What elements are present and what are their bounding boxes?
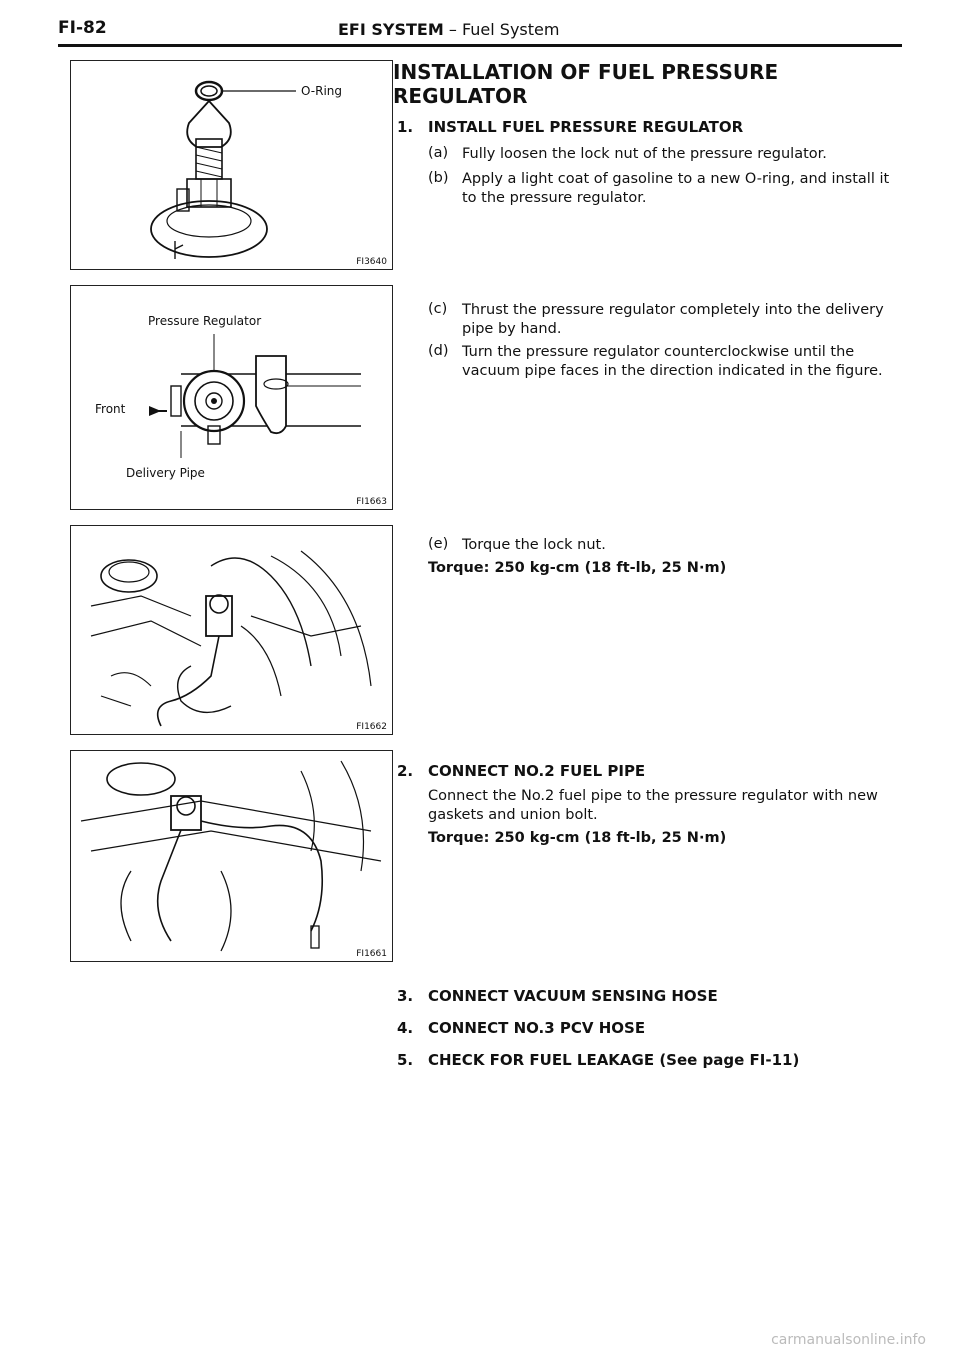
step-2-text: Connect the No.2 fuel pipe to the pressu… [428, 788, 878, 823]
page-number: FI-82 [58, 18, 107, 38]
section-title: INSTALLATION OF FUEL PRESSURE REGULATOR [393, 60, 779, 108]
step-1c-label: (c) [428, 301, 448, 317]
label-delivery-pipe: Delivery Pipe [126, 466, 205, 480]
step-1a-text: Fully loosen the lock nut of the pressur… [462, 146, 827, 162]
step-1e-text: Torque the lock nut. [462, 537, 606, 553]
step-4-number: 4. [397, 1019, 414, 1037]
step-2-title: CONNECT NO.2 FUEL PIPE [428, 762, 646, 780]
header-title: EFI SYSTEM – Fuel System [338, 20, 559, 39]
step-1c-text: Thrust the pressure regulator completely… [462, 302, 884, 337]
step-1-number: 1. [397, 118, 414, 136]
step-1-torque: Torque: 250 kg-cm (18 ft-lb, 25 N·m) [428, 560, 727, 576]
step-1b-text: Apply a light coat of gasoline to a new … [462, 171, 890, 206]
figure-code: FI1661 [354, 949, 389, 959]
label-o-ring: O-Ring [301, 84, 343, 98]
engine-illustration-2 [80, 760, 382, 952]
figure-code: FI3640 [354, 257, 389, 267]
step-3-title: CONNECT VACUUM SENSING HOSE [428, 987, 718, 1005]
figure-o-ring: O-Ring FI3640 [70, 60, 393, 270]
figure-code: FI1662 [354, 722, 389, 732]
regulator-diagram [149, 334, 361, 458]
step-1b-label: (b) [428, 170, 449, 186]
step-2-number: 2. [397, 762, 414, 780]
step-4-title: CONNECT NO.3 PCV HOSE [428, 1019, 646, 1037]
header-rule [58, 44, 902, 47]
step-1e-label: (e) [428, 536, 449, 552]
step-1a-label: (a) [428, 145, 449, 161]
header-subsection: – Fuel System [443, 20, 560, 39]
step-1-title: INSTALL FUEL PRESSURE REGULATOR [428, 118, 744, 136]
step-2-torque: Torque: 250 kg-cm (18 ft-lb, 25 N·m) [428, 830, 727, 846]
figure-fuel-pipe: FI1661 [70, 750, 393, 962]
step-3-number: 3. [397, 987, 414, 1005]
label-pressure-regulator: Pressure Regulator [148, 314, 262, 328]
footer-watermark: carmanualsonline.info [771, 1332, 926, 1348]
figure-pressure-regulator: Pressure Regulator Front Delivery Pipe F… [70, 285, 393, 510]
header-section: EFI SYSTEM [338, 20, 444, 39]
figure-code: FI1663 [354, 497, 389, 507]
step-5-number: 5. [397, 1051, 414, 1069]
engine-illustration-1 [90, 550, 372, 727]
step-1d-text: Turn the pressure regulator counterclock… [462, 344, 883, 379]
o-ring-illustration [150, 80, 296, 259]
figure-lock-nut-torque: FI1662 [70, 525, 393, 735]
step-5-title: CHECK FOR FUEL LEAKAGE (See page FI-11) [428, 1051, 800, 1069]
step-1d-label: (d) [428, 343, 449, 359]
label-front: Front [95, 402, 126, 416]
